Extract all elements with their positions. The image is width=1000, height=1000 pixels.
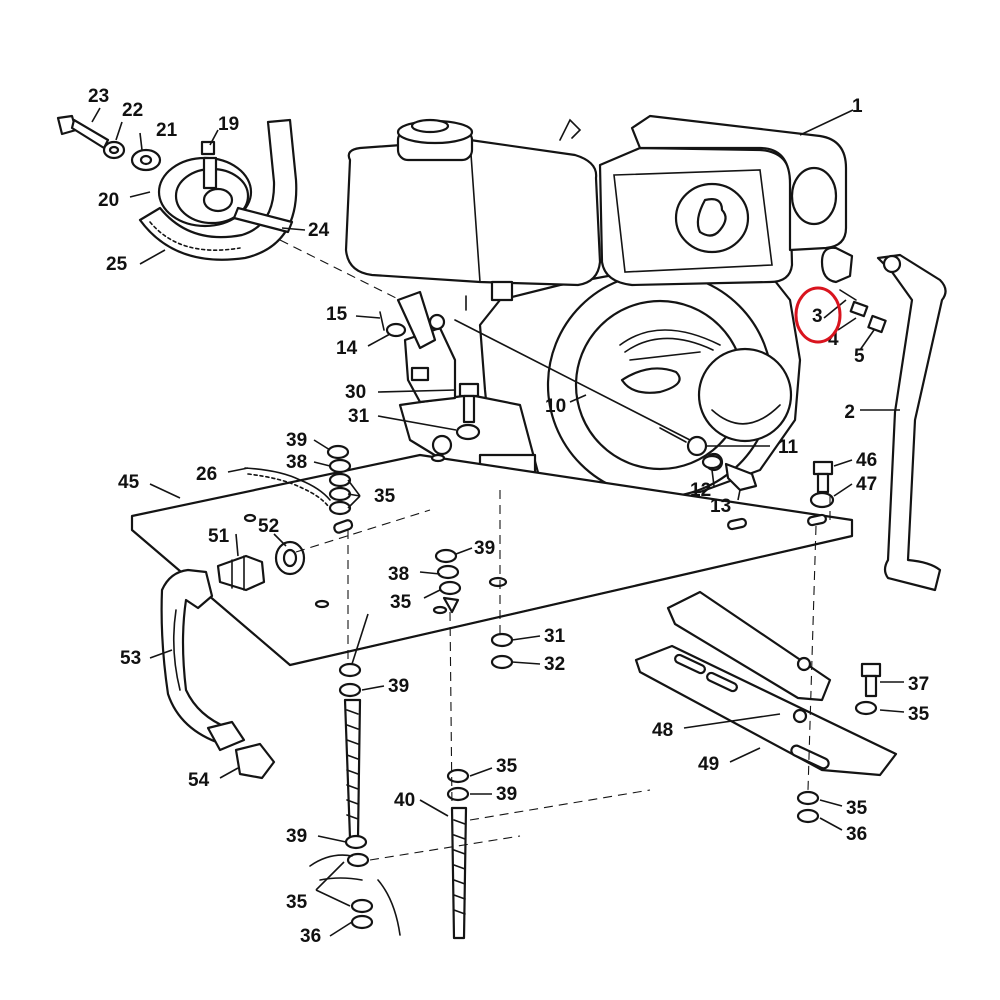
label-24: 24	[308, 220, 330, 241]
label-49: 49	[698, 754, 719, 775]
label-51: 51	[208, 526, 230, 547]
label-3: 3	[812, 306, 823, 327]
threaded-studs	[343, 698, 468, 940]
label-46: 46	[856, 450, 877, 471]
label-5: 5	[854, 346, 865, 367]
label-37b: 39	[474, 538, 495, 559]
label-35e: 35	[908, 704, 930, 725]
starter-handle	[876, 253, 947, 592]
label-37c: 39	[388, 676, 409, 697]
label-20: 20	[98, 190, 119, 211]
alignment-lines	[279, 239, 831, 861]
label-25: 25	[106, 254, 128, 275]
engine-assembly	[344, 114, 848, 500]
highlight-circle	[794, 286, 842, 344]
clamp-clip	[820, 246, 887, 334]
label-31a: 31	[348, 406, 370, 427]
label-11: 11	[778, 437, 799, 458]
label-37e: 39	[286, 826, 307, 847]
label-35b: 35	[390, 592, 412, 613]
label-31b: 31	[544, 626, 566, 647]
label-48: 48	[652, 720, 673, 741]
label-38b: 36	[846, 824, 867, 845]
label-37d: 39	[496, 784, 517, 805]
label-35a: 35	[374, 486, 396, 507]
label-37a: 39	[286, 430, 307, 451]
label-53: 53	[120, 648, 141, 669]
leader-lines	[91, 107, 905, 937]
label-32: 32	[544, 654, 565, 675]
label-26: 26	[196, 464, 217, 485]
callout-labels: 1 2 3 4 5 10 11 12 13 14 15 19 20 21 22 …	[88, 86, 930, 947]
label-19: 19	[218, 114, 239, 135]
wire-26	[244, 467, 331, 507]
hardware	[326, 295, 882, 930]
label-12: 12	[690, 480, 711, 501]
label-40: 40	[394, 790, 415, 811]
label-38a: 36	[300, 926, 321, 947]
label-36a: 38	[286, 452, 307, 473]
label-22: 22	[122, 100, 143, 121]
label-35d: 35	[286, 892, 308, 913]
base-plate	[130, 453, 854, 667]
label-47: 47	[856, 474, 877, 495]
label-21: 21	[156, 120, 178, 141]
mount-brackets	[634, 590, 898, 777]
label-45: 45	[118, 472, 140, 493]
label-15: 15	[326, 304, 348, 325]
label-54: 54	[188, 770, 210, 791]
pulley-assembly	[56, 114, 298, 261]
label-30: 30	[345, 382, 366, 403]
label-1: 1	[852, 96, 863, 117]
label-23: 23	[88, 86, 109, 107]
label-4: 4	[828, 329, 839, 350]
label-10: 10	[545, 396, 566, 417]
fuel-pipe	[160, 540, 306, 780]
label-39: 37	[908, 674, 929, 695]
label-2: 2	[844, 402, 855, 423]
label-52: 52	[258, 516, 279, 537]
label-14: 14	[336, 338, 358, 359]
label-35f: 35	[846, 798, 868, 819]
label-35c: 35	[496, 756, 518, 777]
foundation-curves	[309, 854, 401, 936]
label-13: 13	[710, 496, 731, 517]
label-36b: 38	[388, 564, 409, 585]
